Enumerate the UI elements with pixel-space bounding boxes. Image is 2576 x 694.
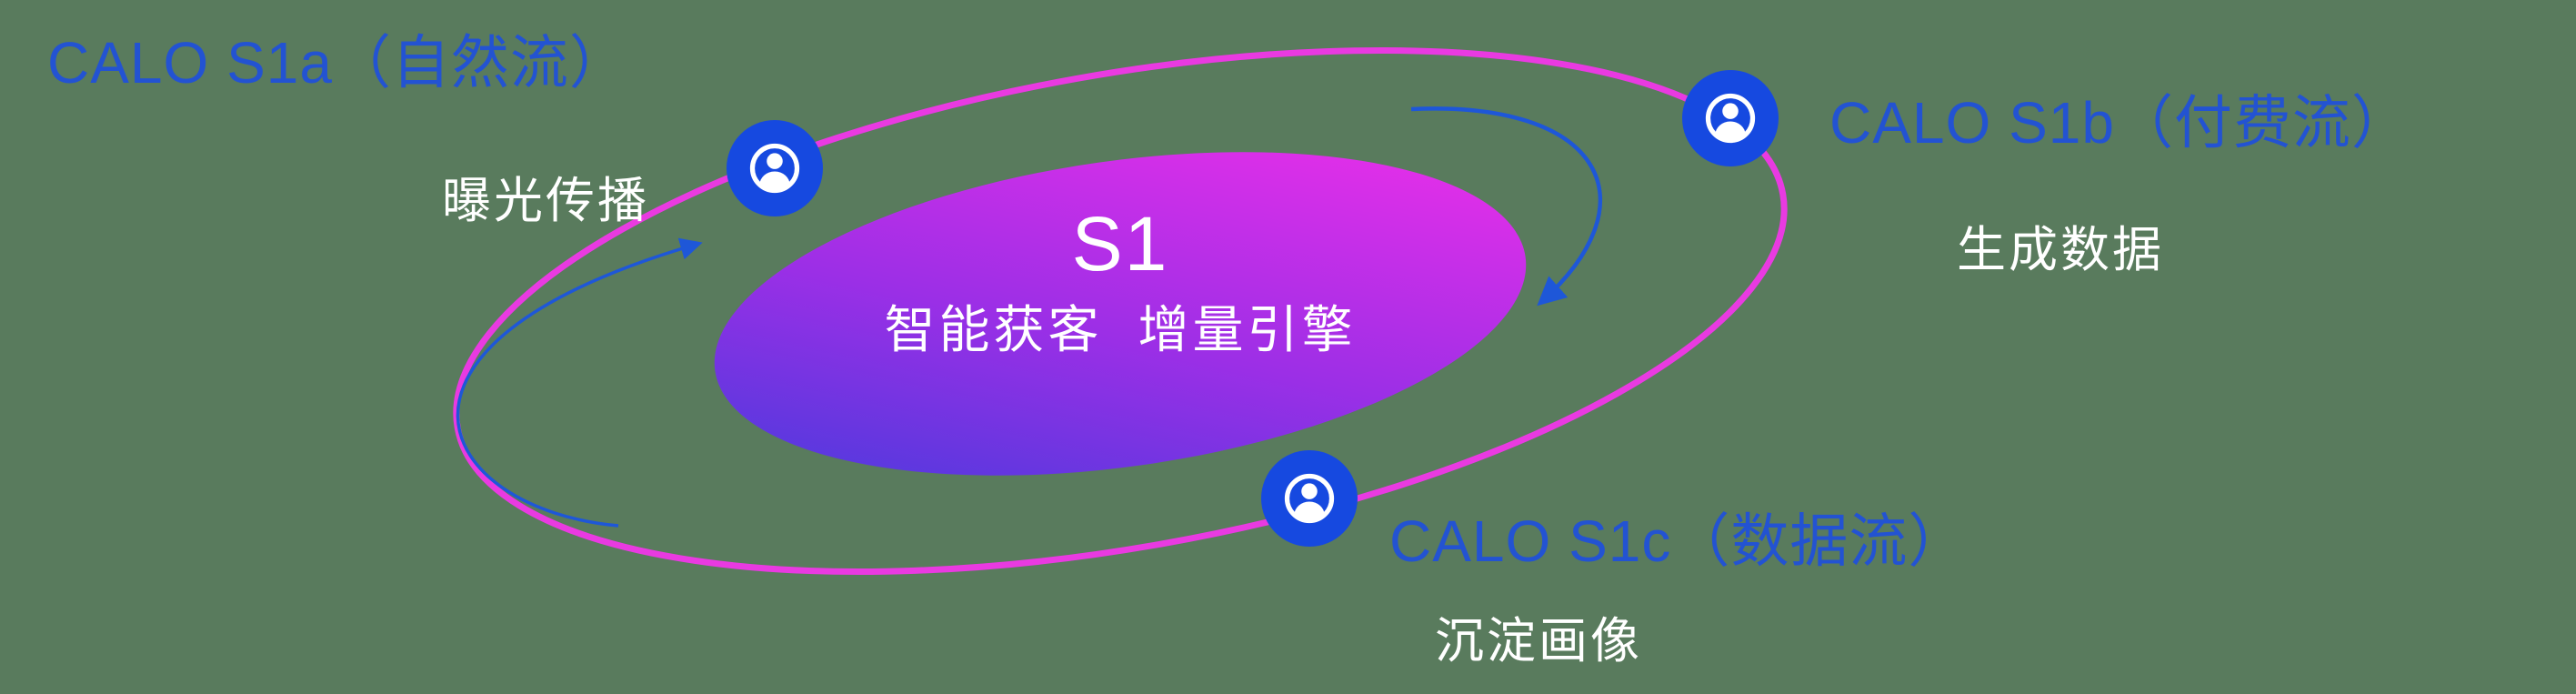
label-s1b-title: CALO S1b（付费流） — [1829, 90, 2411, 156]
label-s1a-subtitle: 曝光传播 — [442, 174, 649, 228]
person-icon — [749, 143, 800, 194]
core-ellipse — [714, 152, 1527, 476]
flow-arrow-top-right — [1410, 106, 1603, 307]
label-s1c-subtitle: 沉淀画像 — [1435, 614, 1642, 669]
node-s1b — [1682, 70, 1779, 166]
label-s1b-subtitle: 生成数据 — [1957, 223, 2164, 277]
flow-arrow-left — [456, 237, 703, 528]
label-s1a-title: CALO S1a（自然流） — [47, 30, 628, 96]
core-subtitle: 智能获客 增量引擎 — [884, 301, 1357, 358]
core-title: S1 — [1071, 201, 1169, 287]
node-s1c — [1261, 450, 1358, 547]
person-icon — [1284, 473, 1335, 524]
node-s1a — [727, 120, 823, 216]
label-s1c-title: CALO S1c（数据流） — [1389, 508, 1968, 574]
person-icon — [1705, 93, 1756, 144]
